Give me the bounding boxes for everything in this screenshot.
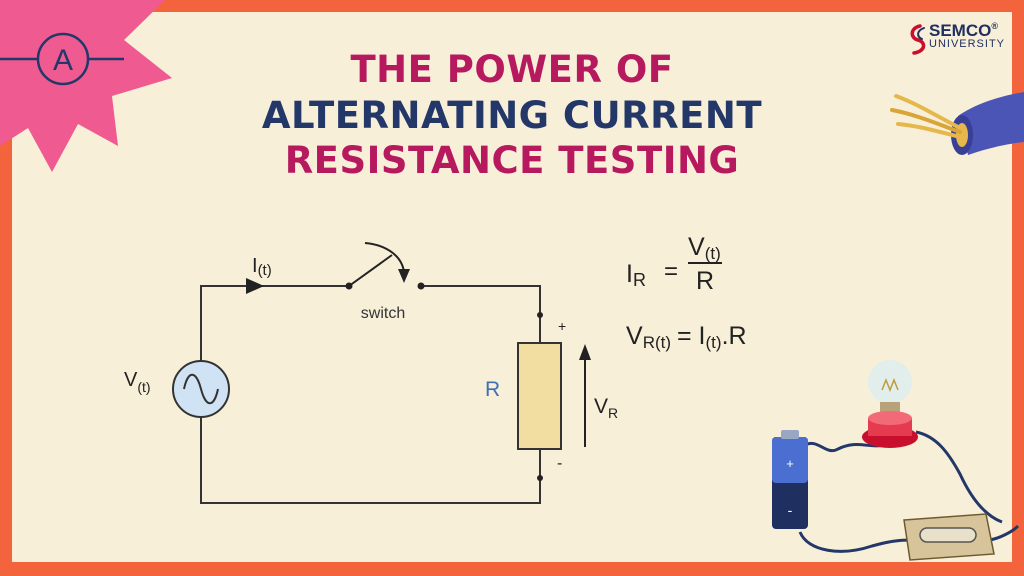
resistor-icon [517,342,562,450]
eq1-numerator: V(t) [688,233,721,263]
node-dot-top [537,312,543,318]
title-line-1: THE POWER OF [350,48,674,91]
ammeter-badge: A [0,0,172,172]
switch-symbol-icon [345,242,425,290]
current-arrow-icon [246,278,264,294]
plus-sign: + [558,318,566,334]
sine-wave-icon [183,373,219,405]
title-line-3: RESISTANCE TESTING [284,139,740,182]
title-line-2: ALTERNATING CURRENT [261,94,763,137]
svg-text:+: + [786,456,794,471]
ammeter-circle-icon [36,32,90,86]
ammeter-letter: A [53,44,73,77]
logo-name: SEMCO [929,21,992,40]
node-dot-bottom [537,475,543,481]
eq1-equals: = [664,258,678,285]
voltage-arrow-icon [579,344,591,360]
svg-text:-: - [788,502,793,518]
logo-registered: ® [991,21,998,31]
voltage-label: VR [594,395,618,421]
eq2: VR(t)= I(t).R [626,322,747,352]
logo-subtitle: UNIVERSITY [929,38,1006,50]
switch-label: switch [361,305,405,322]
eq1-denominator: R [696,267,714,295]
minus-sign: - [557,455,562,472]
eq1-lhs: IR [626,260,646,290]
battery-bulb-illustration: + - [772,360,1020,561]
resistor-label: R [485,378,500,401]
cable-wire-illustration [890,92,1024,155]
source-label: V(t) [124,369,151,395]
current-label: I(t) [252,255,272,279]
semco-logo-icon [910,24,926,55]
light-bulb-icon [868,360,912,404]
logo-wordmark: SEMCO® [929,21,998,41]
